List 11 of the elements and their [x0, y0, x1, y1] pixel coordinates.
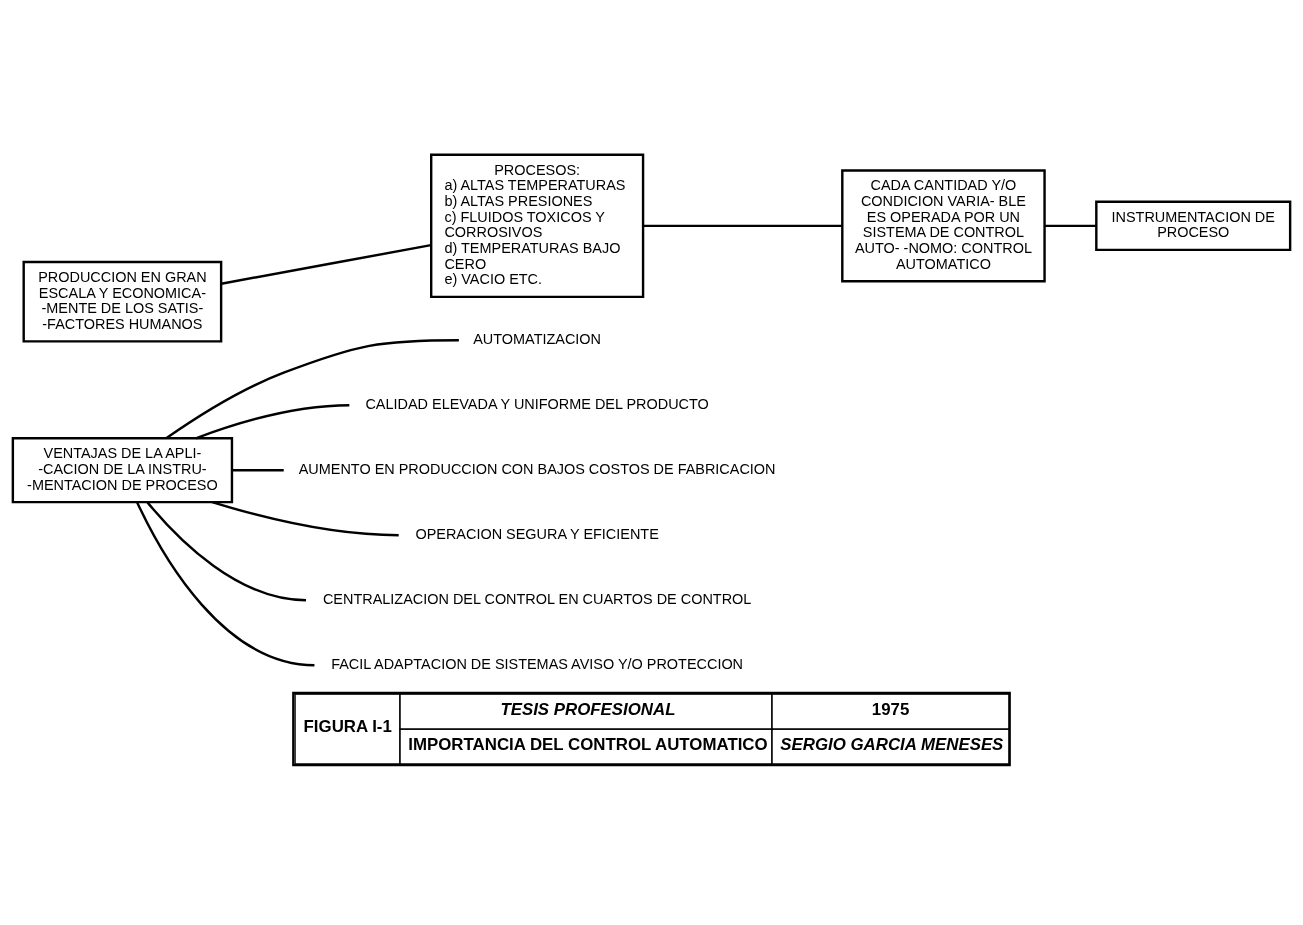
label: FIGURA I-1 — [303, 716, 392, 736]
node-text: CENTRALIZACION DEL CONTROL EN CUARTOS DE CONTROL — [322, 590, 752, 607]
label: IMPORTANCIA DEL CONTROL AUTOMATICO — [408, 734, 768, 754]
label: TESIS PROFESIONAL — [500, 699, 676, 719]
node-text: AUMENTO EN PRODUCCION CON BAJOS COSTOS DE FABRICACION — [298, 460, 776, 477]
node-text: OPERACION SEGURA Y EFICIENTE — [415, 525, 659, 542]
node-text: FACIL ADAPTACION DE SISTEMAS AVISO Y/O PROTECCION — [331, 655, 744, 672]
node-text: AUTOMATIZACION — [473, 330, 602, 347]
label: SERGIO GARCIA MENESES — [780, 734, 1004, 754]
label: 1975 — [871, 699, 910, 719]
node-text: CALIDAD ELEVADA Y UNIFORME DEL PRODUCTO — [365, 395, 709, 412]
